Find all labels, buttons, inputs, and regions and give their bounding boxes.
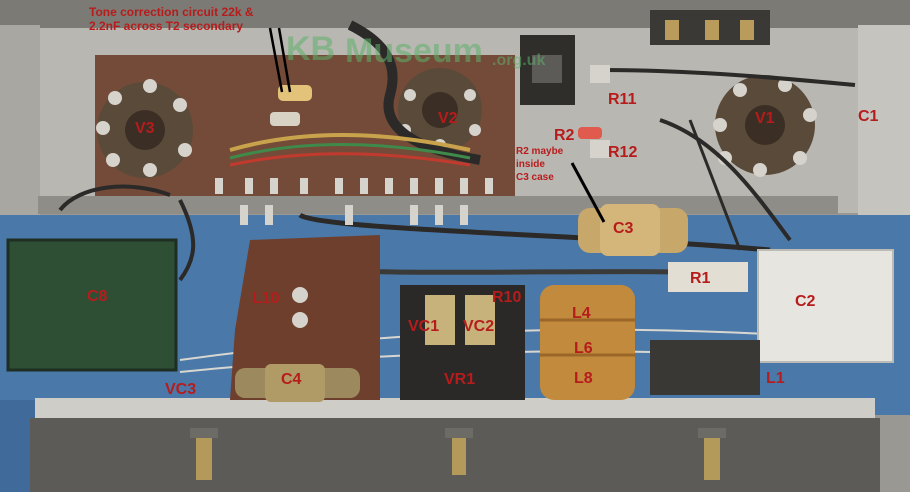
label-r12: R12 (608, 144, 638, 161)
label-c8: C8 (87, 288, 108, 305)
terminal-strip (215, 178, 493, 225)
variable-resistor-vr1 (400, 285, 525, 400)
label-vc1: VC1 (408, 318, 440, 335)
label-l8: L8 (574, 370, 593, 387)
capacitor-c8 (6, 238, 178, 372)
label-vr1: VR1 (444, 371, 476, 388)
label-r11: R11 (608, 91, 637, 108)
label-l4: L4 (572, 305, 591, 322)
watermark-main: Museum (345, 32, 483, 70)
label-c3: C3 (613, 220, 634, 237)
label-c1: C1 (858, 108, 879, 125)
front-rail (35, 398, 875, 420)
pointer-line-1 (268, 27, 284, 93)
label-vc2: VC2 (463, 318, 495, 335)
label-v2: V2 (438, 110, 458, 127)
valve-socket-v1 (713, 75, 817, 177)
note-r2-line-1: R2 maybe (516, 146, 564, 157)
label-r10: R10 (492, 289, 522, 306)
label-v3: V3 (135, 120, 155, 137)
coil-stack-l4-l6-l8 (540, 285, 635, 400)
label-r2: R2 (554, 127, 575, 144)
label-l6: L6 (574, 340, 593, 357)
annotation-line-2: 2.2nF across T2 secondary (89, 19, 244, 33)
label-r1: R1 (690, 270, 711, 287)
valve-socket-v2 (398, 68, 482, 152)
watermark-logo-mark: KB (286, 30, 336, 68)
valve-socket-v3 (96, 79, 193, 178)
pointer-line-r2 (570, 162, 606, 223)
capacitor-c2 (757, 249, 894, 363)
note-r2-line-3: C3 case (516, 172, 554, 183)
label-v1: V1 (755, 110, 775, 127)
label-l10: L10 (252, 290, 280, 307)
note-r2-line-2: inside (516, 159, 545, 170)
watermark-suffix: .org.uk (492, 52, 546, 69)
tone-resistor (278, 85, 312, 101)
pointer-line-2 (277, 27, 292, 93)
label-l1: L1 (766, 370, 785, 387)
label-vc3: VC3 (165, 381, 197, 398)
control-shafts (190, 428, 726, 480)
label-c4: C4 (281, 371, 302, 388)
coil-l1 (650, 340, 760, 395)
resistor-r2 (578, 127, 602, 139)
resistor-r1 (668, 262, 748, 292)
label-c2: C2 (795, 293, 816, 310)
annotation-line-1: Tone correction circuit 22k & (89, 5, 254, 19)
